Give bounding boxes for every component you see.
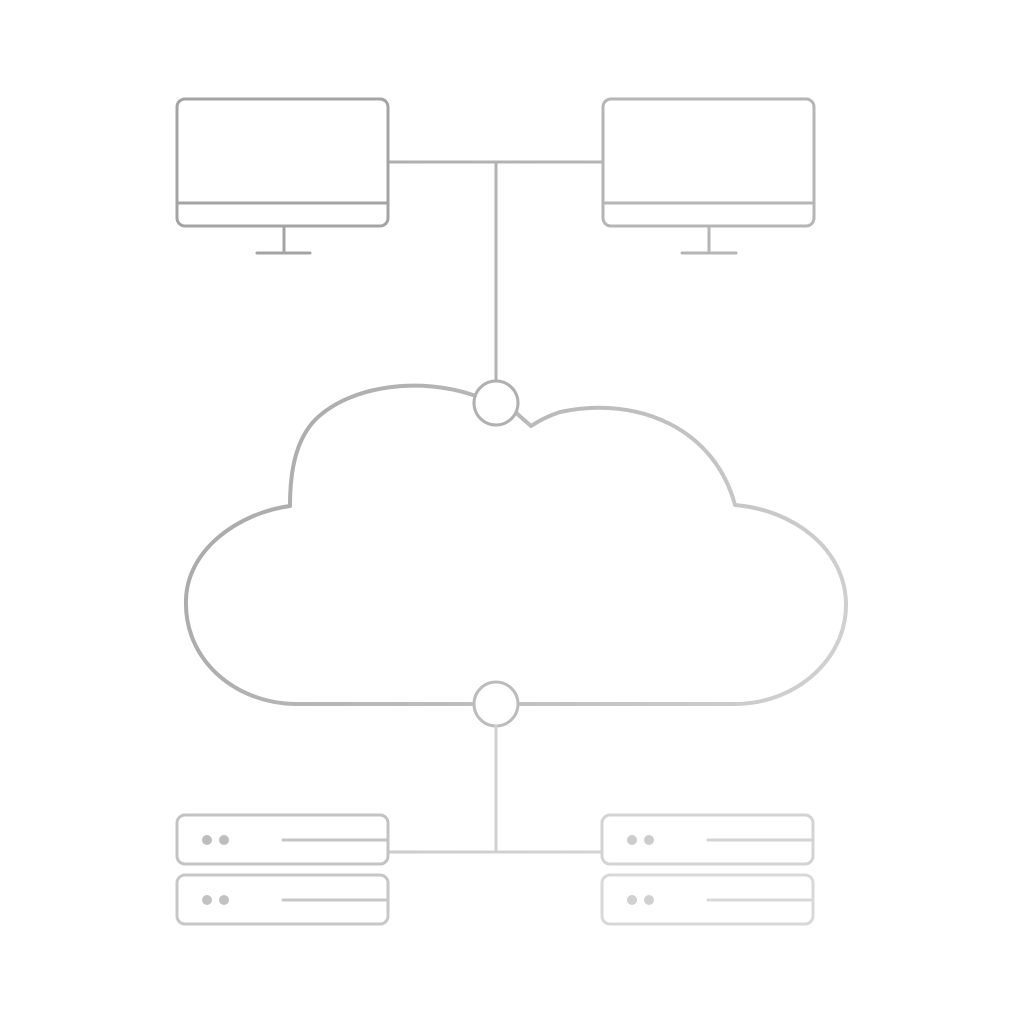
node-icon [472, 379, 520, 427]
cloud [183, 383, 848, 706]
monitor-icon [175, 97, 390, 255]
bottom-connector [386, 724, 604, 854]
server-stack-right [600, 813, 815, 926]
monitor-right [601, 97, 816, 255]
server-unit-icon [600, 813, 815, 866]
node-icon [472, 680, 520, 728]
server-unit-icon [175, 873, 390, 926]
connection-nodes [472, 379, 520, 728]
server-unit-icon [600, 873, 815, 926]
cloud-icon [183, 383, 848, 706]
monitor-left [175, 97, 390, 255]
server-stack-left [175, 813, 390, 926]
server-unit-icon [175, 813, 390, 866]
top-connector [387, 160, 605, 383]
monitor-icon [601, 97, 816, 255]
